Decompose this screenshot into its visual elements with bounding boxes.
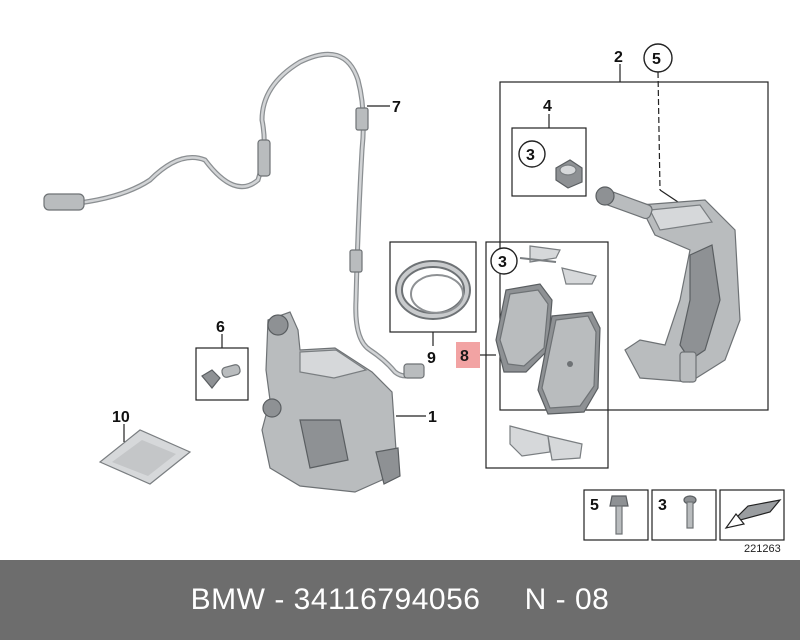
label-pads: 8	[460, 348, 469, 365]
legend-pointer-icon	[724, 499, 782, 529]
parts-diagram: 7 2 5 4 3 9 3	[43, 43, 785, 555]
circle-pads-bolt	[490, 247, 518, 275]
legend-label-b: 3	[658, 497, 667, 514]
label-bolt-kit: 4	[543, 98, 552, 115]
wear-sensor-illustration	[43, 51, 425, 379]
label-bolt-kit-bolt: 3	[526, 147, 535, 164]
bolt-kit-illustration	[555, 159, 583, 189]
label-bleed-kit: 6	[216, 319, 225, 336]
leader-carrier-kit	[657, 71, 661, 191]
bleed-screw-illustration	[201, 364, 241, 389]
label-carrier: 2	[614, 49, 623, 66]
brake-caliper-illustration	[261, 311, 401, 493]
brake-pads-illustration	[495, 245, 601, 461]
grease-packet-illustration	[98, 429, 192, 485]
highlight-pads	[456, 342, 480, 368]
legend-box-c	[719, 489, 785, 541]
label-seal-kit: 9	[427, 350, 436, 367]
legend-label-a: 5	[590, 497, 599, 514]
carrier-kit-box	[499, 81, 769, 411]
label-caliper: 1	[428, 409, 437, 426]
label-wear-sensor: 7	[392, 99, 401, 116]
label-grease: 10	[112, 409, 130, 426]
label-pads-bolt: 3	[498, 254, 507, 271]
footer-part-number: BMW - 34116794056 N - 08	[190, 583, 610, 616]
circle-bolt-kit	[518, 140, 546, 168]
carrier-bracket-illustration	[595, 186, 741, 383]
diagram-number: 221263	[744, 543, 781, 555]
legend-box-a	[583, 489, 649, 541]
legend-bolt-b-icon	[683, 495, 697, 529]
legend-bolt-a-icon	[609, 495, 629, 535]
legend-box-b	[651, 489, 717, 541]
label-carrier-kit: 5	[652, 51, 661, 68]
footer-bar: BMW - 34116794056 N - 08	[0, 560, 800, 640]
seal-ring-illustration	[395, 260, 471, 320]
